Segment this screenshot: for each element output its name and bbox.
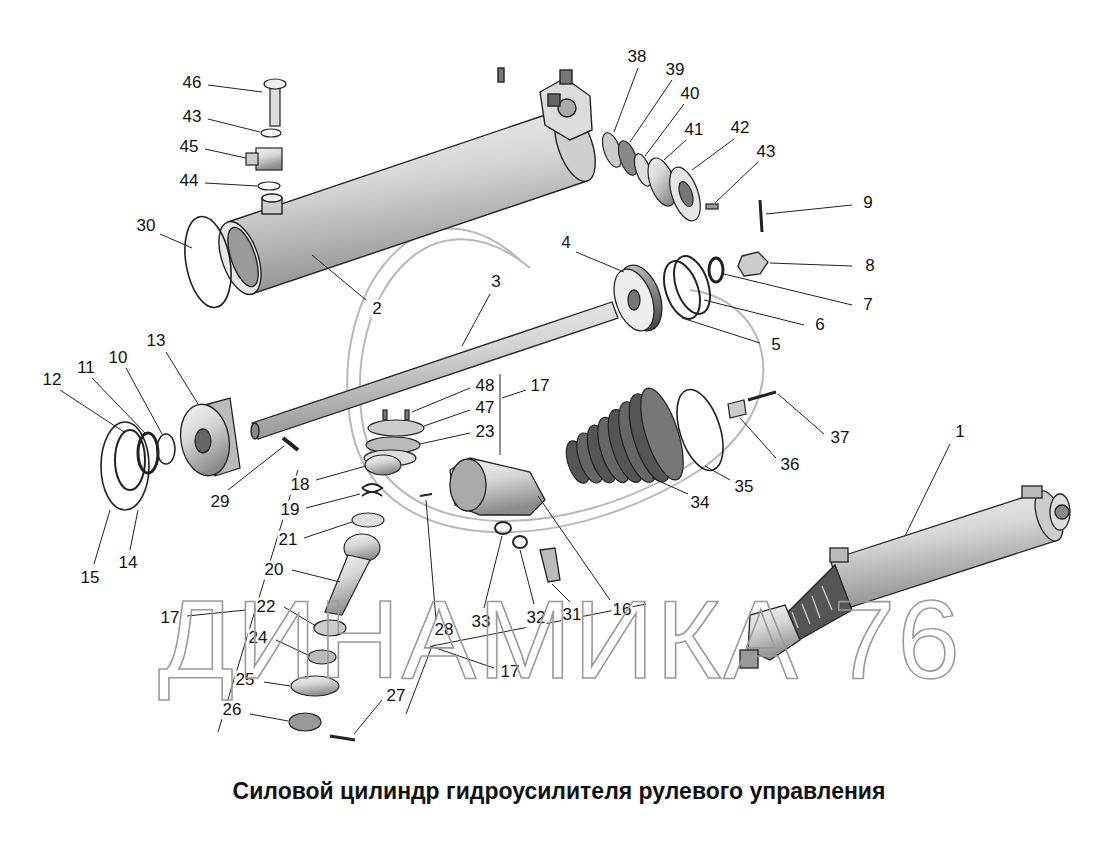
callout-number: 12 — [42, 371, 63, 390]
callout-number: 35 — [734, 478, 755, 497]
gland-parts — [101, 213, 298, 510]
cylinder-body — [211, 68, 604, 300]
callout-number: 29 — [210, 493, 231, 512]
piston-rod — [251, 200, 768, 439]
callout-number: 4 — [560, 234, 571, 253]
callout-number: 7 — [862, 296, 873, 315]
callout-number: 43 — [182, 108, 203, 127]
callout-number: 43 — [756, 143, 777, 162]
callout-number: 1 — [954, 423, 965, 442]
callout-number: 9 — [862, 194, 873, 213]
callout-number: 6 — [814, 316, 825, 335]
callout-number: 41 — [684, 121, 705, 140]
callout-number: 20 — [264, 561, 285, 580]
callout-number: 15 — [80, 569, 101, 588]
callout-number: 5 — [770, 336, 781, 355]
callout-number: 14 — [118, 554, 139, 573]
callout-number: 17 — [530, 377, 551, 396]
callout-number: 18 — [290, 476, 311, 495]
callout-number: 46 — [182, 74, 203, 93]
callout-number: 30 — [136, 217, 157, 236]
callout-number: 23 — [475, 423, 496, 442]
callout-number: 37 — [830, 429, 851, 448]
callout-number: 8 — [864, 257, 875, 276]
callout-number: 42 — [730, 119, 751, 138]
end-cap-parts — [599, 130, 718, 224]
callout-number: 39 — [665, 61, 686, 80]
callout-number: 40 — [680, 85, 701, 104]
callout-number: 3 — [490, 273, 501, 292]
banjo-fitting — [246, 79, 286, 190]
callout-number: 2 — [371, 300, 382, 319]
callout-number: 10 — [108, 349, 129, 368]
diagram-title: Силовой цилиндр гидроусилителя рулевого … — [0, 778, 1118, 805]
callout-number: 26 — [222, 701, 243, 720]
callout-number: 47 — [475, 399, 496, 418]
callout-number: 48 — [475, 377, 496, 396]
callout-number: 11 — [76, 359, 96, 378]
callout-number: 34 — [690, 494, 711, 513]
watermark: ДИНАМИКА 76 — [158, 584, 961, 696]
protective-bellows — [562, 383, 776, 486]
callout-number: 13 — [146, 332, 167, 351]
callout-number: 21 — [278, 531, 299, 550]
callout-number: 45 — [179, 138, 200, 157]
callout-number: 44 — [179, 172, 200, 191]
callout-number: 38 — [627, 48, 648, 67]
tie-rod-housing — [420, 458, 560, 582]
callout-number: 19 — [280, 501, 301, 520]
callout-number: 36 — [780, 456, 801, 475]
